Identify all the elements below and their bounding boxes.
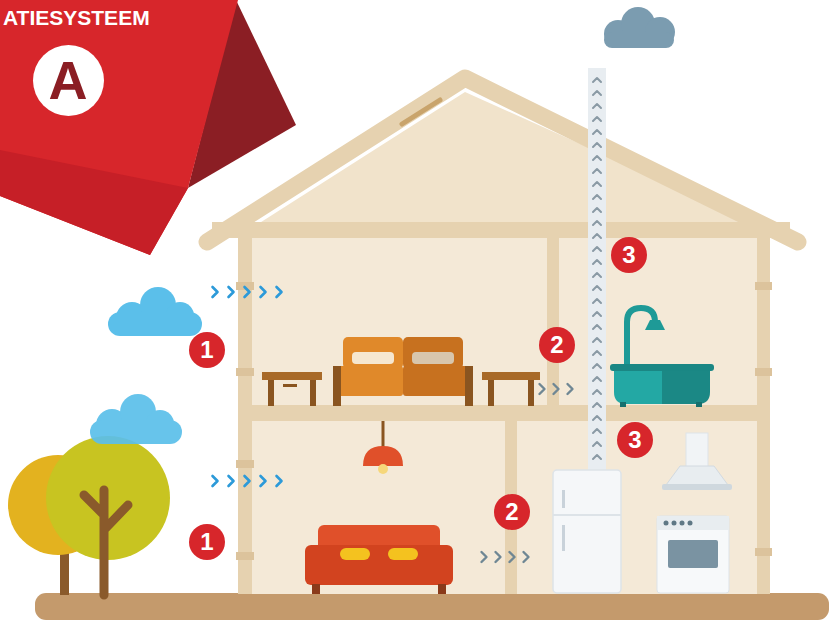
callout-text: 2 — [550, 333, 563, 357]
wall-joint — [755, 368, 772, 376]
callout-text: 2 — [505, 500, 518, 524]
airflow-chevron — [261, 476, 266, 486]
airflow-chevron — [593, 273, 601, 277]
wall-joint — [755, 548, 772, 556]
airflow-chevron — [593, 221, 601, 225]
airflow-chevron — [593, 390, 601, 394]
airflow-chevron — [593, 351, 601, 355]
airflow-chevron — [593, 195, 601, 199]
airflow-chevron — [213, 476, 218, 486]
bedside-table — [262, 372, 322, 406]
stove — [657, 516, 729, 593]
airflow-chevron — [593, 117, 601, 121]
airflow-chevron — [524, 552, 529, 562]
airflow-chevron — [261, 287, 266, 297]
airflow-chevron — [593, 130, 601, 134]
airflow-chevron — [593, 156, 601, 160]
ceiling-beam — [212, 222, 790, 238]
callout-number: 3 — [617, 422, 653, 458]
airflow-chevron — [593, 429, 601, 433]
airflow-chevron — [593, 299, 601, 303]
airflow-chevron — [593, 182, 601, 186]
airflow-chevron — [593, 325, 601, 329]
airflow-chevron — [213, 287, 218, 297]
fresh-air-cloud — [90, 394, 182, 444]
callout-number: 1 — [189, 524, 225, 560]
bed — [333, 337, 473, 406]
wall-joint — [236, 460, 254, 468]
callout-text: 3 — [628, 428, 641, 452]
airflow-chevron — [593, 78, 601, 82]
airflow-chevron — [482, 552, 487, 562]
exhaust-cloud — [604, 7, 675, 48]
airflow-chevron — [593, 91, 601, 95]
wall-joint — [236, 368, 254, 376]
floor-beam — [240, 405, 768, 421]
airflow-chevron — [510, 552, 515, 562]
airflow-chevron — [593, 169, 601, 173]
wall-joint — [236, 552, 254, 560]
callout-number: 3 — [611, 237, 647, 273]
wall-joint — [755, 282, 772, 290]
airflow-chevron — [593, 442, 601, 446]
tree-trunk — [84, 490, 128, 595]
ceiling-lamp — [363, 421, 403, 474]
callout-text: 1 — [200, 338, 213, 362]
title-banner: ATIESYSTEEM A — [0, 0, 300, 260]
post — [547, 238, 559, 405]
system-badge: A — [33, 45, 104, 116]
ground — [35, 593, 829, 620]
duct-arrows — [593, 78, 601, 459]
title-banner — [0, 0, 300, 260]
roof-window — [402, 100, 440, 124]
system-letter: A — [49, 53, 88, 107]
cooker-hood — [662, 433, 732, 490]
callout-text: 1 — [200, 530, 213, 554]
airflow-chevron — [245, 287, 250, 297]
airflow-chevron — [593, 247, 601, 251]
airflow-chevron — [496, 552, 501, 562]
airflow-chevron — [593, 104, 601, 108]
fresh-air-cloud — [108, 287, 202, 336]
bedside-table — [482, 372, 540, 406]
title-text: ATIESYSTEEM — [3, 7, 150, 28]
callout-number: 2 — [539, 327, 575, 363]
callout-text: 3 — [622, 243, 635, 267]
callout-number: 2 — [494, 494, 530, 530]
exhaust-duct — [588, 68, 606, 470]
airflow-chevron — [593, 455, 601, 459]
airflow-chevron — [593, 143, 601, 147]
airflow-chevron — [277, 287, 282, 297]
airflow-chevron — [593, 403, 601, 407]
airflow-chevron — [568, 384, 573, 394]
callout-number: 1 — [189, 332, 225, 368]
airflow-chevron — [593, 364, 601, 368]
airflow-arrows — [213, 287, 573, 562]
airflow-chevron — [245, 476, 250, 486]
airflow-chevron — [229, 287, 234, 297]
airflow-chevron — [593, 260, 601, 264]
airflow-chevron — [593, 377, 601, 381]
roof — [207, 78, 798, 242]
airflow-chevron — [593, 338, 601, 342]
airflow-chevron — [277, 476, 282, 486]
airflow-chevron — [593, 416, 601, 420]
airflow-chevron — [593, 234, 601, 238]
airflow-chevron — [540, 384, 545, 394]
airflow-chevron — [554, 384, 559, 394]
bathtub — [610, 308, 714, 407]
banner-facet — [0, 150, 188, 255]
fridge — [553, 470, 621, 593]
sofa — [305, 525, 453, 594]
airflow-chevron — [593, 312, 601, 316]
airflow-chevron — [229, 476, 234, 486]
airflow-chevron — [593, 286, 601, 290]
banner-facet — [0, 0, 238, 255]
airflow-chevron — [593, 208, 601, 212]
